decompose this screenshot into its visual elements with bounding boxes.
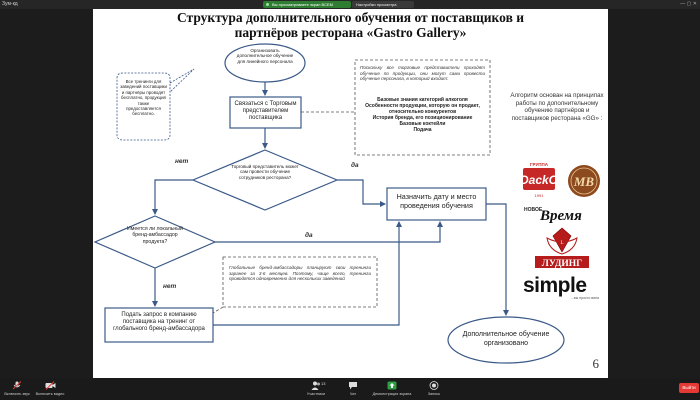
participants-count: 13 — [321, 381, 326, 386]
share-indicator-icon — [266, 3, 269, 6]
note-list-item: Базовые коктейли — [399, 121, 446, 127]
record-label: Запись — [427, 392, 441, 396]
end-node-shape — [447, 316, 565, 364]
note-list-item: История бренда, его позиционирование — [372, 115, 473, 121]
video-label: Включить видео — [35, 392, 65, 396]
note-global-text: Глобальные бренд-амбассадоры планируют с… — [229, 265, 371, 282]
leave-label: Выйти — [682, 385, 696, 390]
dacko-group-label: ГРУППА — [530, 162, 549, 167]
dacko-name: DackO — [521, 173, 557, 187]
participants-button[interactable]: 13 Участники — [303, 381, 329, 396]
note-top-frame — [354, 59, 491, 156]
simple-name: simple — [523, 274, 587, 297]
yes-label-1: да — [351, 162, 359, 169]
contact-node-shape — [229, 96, 302, 129]
simple-logo: simple ...вы просто вина — [521, 272, 603, 302]
top-bar: Зум-кд Вы просматриваете экран ВСЕМ РМ8Д… — [0, 0, 700, 14]
callout-free-shape — [116, 68, 195, 141]
note-list-item: Особенности продукции, которую он продае… — [365, 103, 480, 115]
luding-emblem: L — [560, 241, 563, 246]
slide-title-line2: партнёров ресторана «Gastro Gallery» — [234, 25, 467, 40]
share-screen-label: Демонстрация экрана — [372, 392, 412, 396]
note-list-item: Подача — [413, 127, 432, 133]
note-top-list: Базовые знания категорий алкоголя Особен… — [359, 97, 486, 133]
shared-slide: Структура дополнительного обучения от по… — [93, 9, 608, 378]
chat-icon — [349, 382, 357, 390]
mb-logo: MB — [564, 163, 604, 199]
note-global-connector — [212, 306, 224, 314]
view-options-label: Настройки просмотра — [356, 2, 397, 7]
flowchart-diagram — [93, 43, 565, 364]
simple-tagline: ...вы просто вина — [571, 296, 599, 300]
mute-button[interactable]: Включить звук — [2, 381, 32, 396]
video-off-icon — [45, 381, 55, 390]
share-screen-icon — [387, 381, 397, 390]
novoe-vremya-logo: НОВОЕ Время — [520, 202, 602, 224]
video-button[interactable]: Включить видео — [34, 381, 66, 396]
no-label-2: нет — [163, 283, 177, 290]
luding-logo: L ЛУДИНГ — [531, 226, 593, 270]
arrow-decision1-yes — [337, 179, 386, 207]
slide-page-number: 6 — [592, 356, 600, 371]
window-controls-icon[interactable]: — ▢ ✕ — [680, 1, 697, 7]
screen-share-status[interactable]: Вы просматриваете экран ВСЕМ РМ8ДЗАН — [263, 1, 351, 14]
slide-title-line1: Структура дополнительного обучения от по… — [176, 10, 525, 25]
yes-label-2: да — [305, 232, 313, 239]
dacko-year: 1991 — [535, 193, 545, 198]
vremya-name: Время — [539, 208, 582, 224]
chat-button[interactable]: Чат — [345, 381, 361, 396]
schedule-node: Назначить дату и место проведения обучен… — [396, 192, 477, 210]
arrow-decision2-yes — [215, 221, 443, 243]
microphone-muted-icon — [12, 381, 22, 390]
leave-meeting-button[interactable]: Выйти — [679, 383, 699, 393]
arrow-schedule-end — [486, 203, 509, 316]
end-node: Дополнительное обучение организовано — [462, 331, 550, 347]
note-top-text: Поскольку все торговые представители про… — [360, 65, 485, 82]
record-button[interactable]: Запись — [424, 381, 444, 396]
participants-icon-wrap: 13 — [303, 381, 329, 390]
view-options-button[interactable]: Настройки просмотра — [352, 1, 414, 8]
share-screen-button[interactable]: Демонстрация экрана — [369, 381, 415, 396]
luding-name: ЛУДИНГ — [542, 259, 582, 269]
note-list-item: Базовые знания категорий алкоголя — [377, 97, 468, 103]
participants-label: Участники — [306, 392, 326, 396]
record-icon — [429, 381, 439, 390]
contact-node: Связаться с Торговым представителем пост… — [234, 101, 297, 121]
window-title: Зум-кд — [2, 1, 18, 7]
start-node: Организовать дополнительное обучение для… — [236, 48, 294, 64]
mute-label: Включить звук — [4, 392, 30, 396]
chat-label: Чат — [349, 392, 357, 396]
decision1-node-shape — [191, 149, 339, 211]
vremya-small-label: НОВОЕ — [524, 207, 543, 213]
arrow-request-schedule — [213, 221, 402, 326]
dacko-logo: ГРУППА DackO 1991 — [520, 161, 559, 201]
right-description: Алгоритм основан на принципах работы по … — [510, 92, 604, 122]
request-node: Подать запрос в компанию поставщика на т… — [113, 312, 205, 332]
mb-monogram: MB — [573, 174, 595, 189]
decision2-node: Имеется ли локальный бренд-амбассадор пр… — [127, 226, 183, 245]
decision1-node: Торговый представитель может сам провест… — [231, 164, 299, 180]
callout-free-text: Все тренинги для заведений поставщики и … — [120, 79, 167, 117]
meeting-controls-bar: Включить звук Включить видео 13 Участник… — [0, 378, 700, 400]
note-global-frame — [222, 256, 378, 308]
arrow-decision1-no — [152, 179, 193, 215]
no-label-1: нет — [175, 158, 189, 165]
participants-icon — [311, 381, 320, 390]
